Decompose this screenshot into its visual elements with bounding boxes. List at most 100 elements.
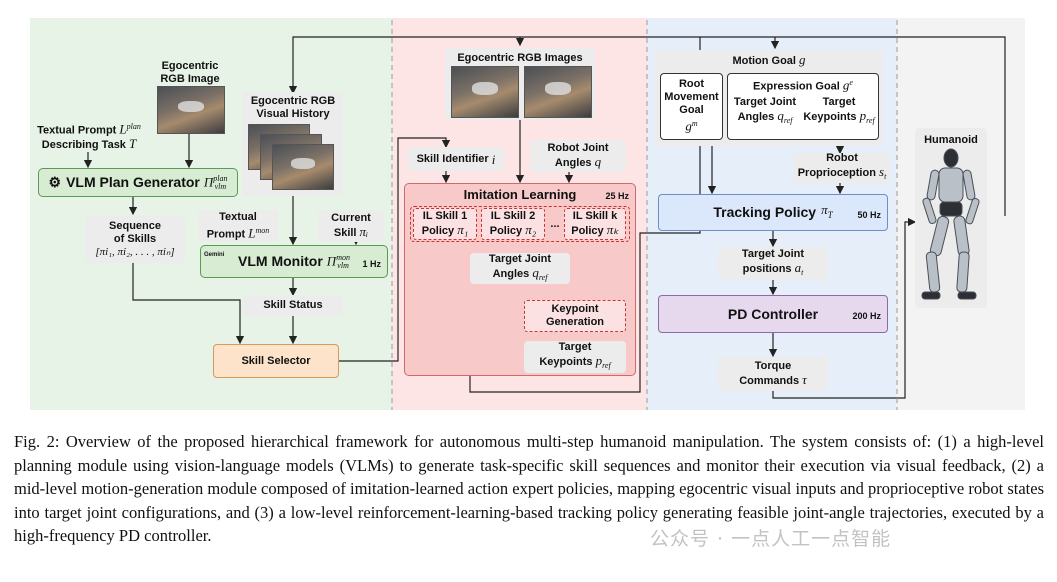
current-skill-symbol: πᵢ: [359, 224, 369, 239]
root-movement-goal: Root Movement Goal gm: [660, 73, 723, 140]
target-pos-symbol: a: [794, 259, 802, 275]
expr-tja-sub: ref: [783, 116, 793, 126]
robot-joint-symbol: q: [594, 154, 602, 169]
robot-joint-angles: Robot Joint Angles q: [530, 140, 626, 172]
mid-target-joint-symbol: q: [532, 264, 539, 280]
watermark: 公众号 · 一点人工一点智能: [650, 528, 892, 550]
mid-target-joint-line2: Angles: [492, 267, 530, 280]
torque-line1: Torque: [754, 360, 792, 372]
textual-prompt-plan: Textual Prompt Lplan Describing Task T: [34, 121, 144, 152]
target-joint-positions: Target Joint positions at: [718, 247, 828, 280]
monitor-prompt-line1: Textual: [219, 210, 257, 223]
imitation-learning-title: Imitation Learning: [463, 187, 577, 202]
il-skill-k-symbol: πₖ: [606, 222, 619, 237]
il-skill-1-line1: IL Skill 1: [422, 210, 468, 222]
humanoid-robot-image: [921, 148, 980, 300]
keypoint-generation: Keypoint Generation: [524, 300, 626, 332]
skill-selector: Skill Selector: [213, 344, 339, 378]
proprio-line2: Proprioception: [797, 167, 876, 180]
monitor-prompt-sup: mon: [255, 225, 270, 235]
history-frame-3: [272, 144, 334, 190]
il-skill-k: IL Skill k Policy πₖ: [564, 208, 626, 240]
tracking-policy-label: Tracking Policy: [713, 204, 817, 220]
expression-goal: Expression Goal ge: [727, 73, 879, 140]
expr-tja-line2: Angles: [737, 111, 775, 124]
skill-identifier-symbol: i: [491, 151, 496, 167]
ego-image-label-line2: RGB Image: [160, 73, 220, 85]
expr-tkp-sub: ref: [866, 116, 875, 126]
tracking-sub: T: [827, 209, 833, 220]
mid-target-joint-sub: ref: [538, 273, 548, 283]
il-skill-ellipsis: ...: [547, 214, 563, 234]
monitor-prompt-symbol: L: [248, 225, 256, 241]
il-skill-k-line1: IL Skill k: [572, 210, 618, 222]
tracking-symbol: π: [821, 202, 828, 218]
textual-prompt-symbol: L: [119, 121, 127, 137]
mid-target-keypoints-line2: Keypoints: [539, 356, 593, 369]
mid-target-joint-line1: Target Joint: [488, 252, 552, 265]
textual-prompt-text: Textual Prompt: [37, 124, 117, 137]
current-skill-line1: Current: [331, 212, 371, 224]
il-skill-1-symbol: π₁: [457, 222, 469, 237]
sequence-line1: Sequence: [109, 219, 161, 232]
current-skill-line2: Skill: [333, 227, 357, 239]
torque-symbol: τ: [802, 372, 807, 387]
skill-status: Skill Status: [243, 295, 343, 316]
il-skill-group: [410, 206, 630, 242]
expr-tja-symbol: q: [777, 108, 784, 124]
mid-target-joint-angles: Target Joint Angles qref: [470, 253, 570, 284]
proprio-symbol: s: [879, 164, 885, 180]
flow-arrows: [83, 20, 1006, 410]
mid-target-keypoints-line1: Target: [558, 341, 592, 354]
proprio-line1: Robot: [826, 152, 858, 165]
describing-task-text: Describing Task: [41, 139, 126, 152]
planner-sup: plan: [213, 173, 228, 183]
ego-image-label-line1: Egocentric: [161, 60, 219, 72]
vlm-plan-generator-label: VLM Plan Generator: [66, 174, 200, 190]
expression-goal-sup: e: [849, 78, 853, 87]
ellipsis-text: ...: [550, 217, 560, 230]
il-skill-1: IL Skill 1 Policy π₁: [413, 208, 477, 240]
pd-rate: 200 Hz: [852, 311, 881, 321]
robot-joint-line1: Robot Joint: [547, 142, 609, 154]
target-pos-line2: positions: [742, 262, 792, 275]
torque-commands: Torque Commands τ: [718, 357, 828, 391]
current-skill: Current Skill πᵢ: [318, 210, 384, 242]
expression-goal-label: Expression Goal: [753, 80, 840, 93]
textual-prompt-sup: plan: [126, 121, 141, 131]
visual-history-line1: Egocentric RGB: [250, 95, 336, 107]
ego-rgb-image-right: [524, 66, 592, 118]
motion-goal-label: Motion Goal: [732, 55, 796, 67]
il-skill-1-line2: Policy: [421, 225, 455, 237]
figure-caption: Fig. 2: Overview of the proposed hierarc…: [14, 432, 1044, 545]
expr-tkp-symbol: p: [859, 108, 867, 124]
il-skill-k-line2: Policy: [571, 225, 604, 237]
mid-target-keypoints-symbol: p: [595, 353, 603, 369]
ego-image-label: Egocentric RGB Image: [150, 58, 230, 88]
sequence-of-skills: Sequence of Skills [πi₁, πi₂, . . . , πi…: [85, 215, 185, 263]
il-skill-2-symbol: π₂: [525, 222, 537, 237]
pd-controller-label: PD Controller: [727, 305, 819, 322]
target-pos-line1: Target Joint: [741, 247, 805, 260]
skill-identifier-label: Skill Identifier: [416, 152, 489, 165]
task-symbol: T: [129, 136, 137, 152]
il-skill-2: IL Skill 2 Policy π₂: [481, 208, 545, 240]
il-skill-2-line1: IL Skill 2: [490, 210, 536, 222]
skill-status-label: Skill Status: [263, 299, 323, 311]
ego-rgb-image-left: [451, 66, 519, 118]
monitor-prompt-line2: Prompt: [206, 228, 246, 241]
monitor-rate: 1 Hz: [362, 259, 381, 269]
imitation-learning-rate: 25 Hz: [605, 191, 629, 201]
monitor-textual-prompt: Textual Prompt Lmon: [198, 210, 278, 242]
motion-goal-symbol: g: [799, 52, 806, 67]
monitor-sup: mon: [336, 252, 350, 262]
pd-controller: PD Controller 200 Hz: [658, 295, 888, 333]
sequence-math: [πi₁, πi₂, . . . , πiₙ]: [95, 245, 175, 258]
il-skill-2-line2: Policy: [489, 225, 523, 237]
planner-symbol: Π: [203, 174, 214, 190]
root-line3: Goal: [679, 104, 704, 117]
gemini-icon: Gemini: [204, 252, 225, 258]
expr-tja-line1: Target Joint: [733, 96, 797, 109]
